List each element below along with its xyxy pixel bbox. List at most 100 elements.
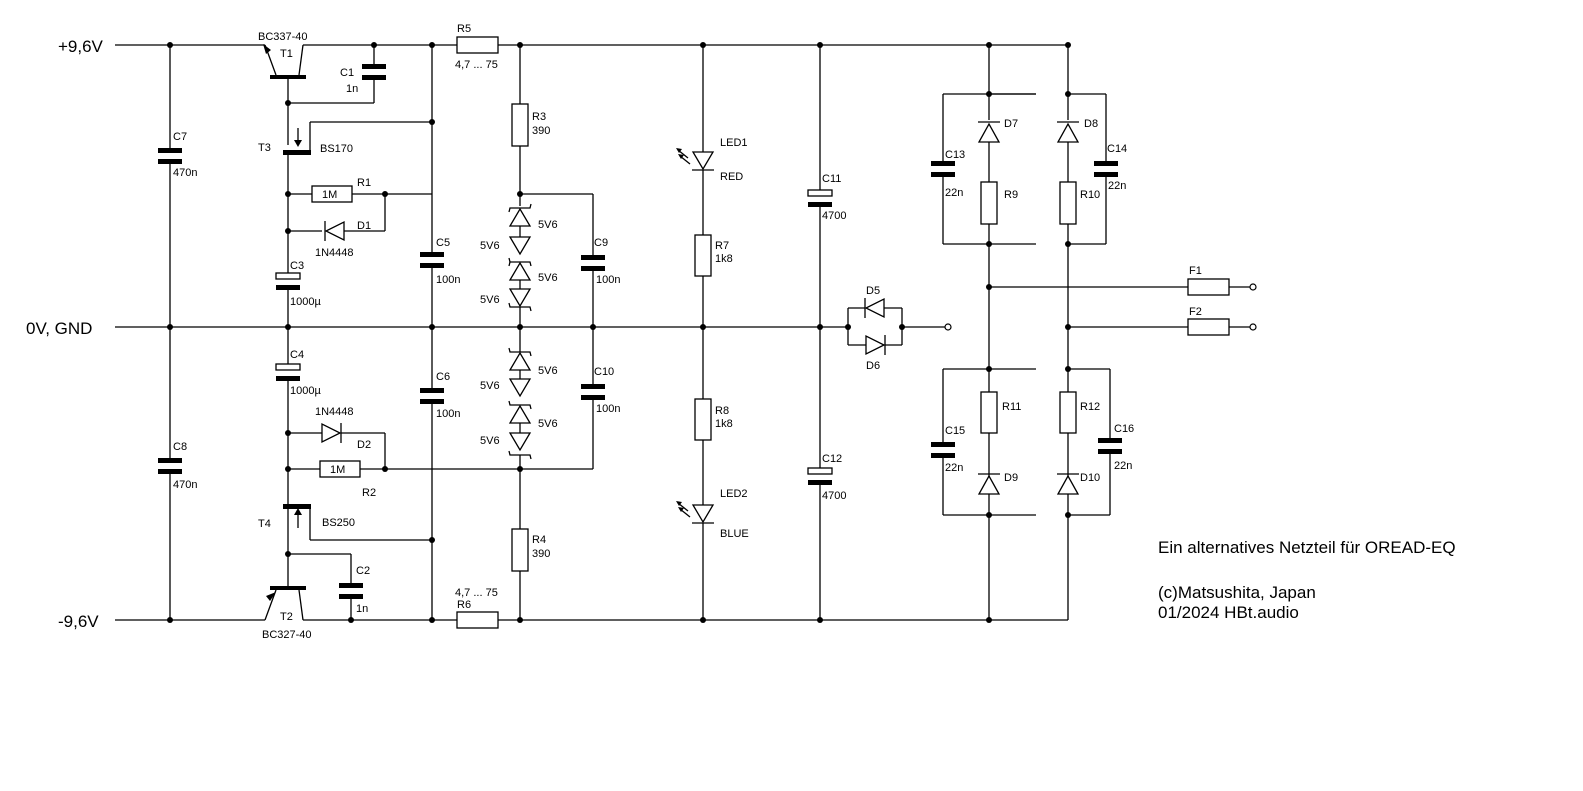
- d8-name: D8: [1084, 118, 1098, 130]
- d2-type: 1N4448: [315, 406, 354, 418]
- note-date: 01/2024 HBt.audio: [1158, 603, 1299, 622]
- d1-type: 1N4448: [315, 247, 354, 259]
- resistor-r2: 1M R2: [288, 460, 593, 499]
- capacitor-c12: C12 4700: [807, 327, 846, 620]
- diode-d1: D1 1N4448: [288, 220, 385, 259]
- d2-name: D2: [357, 439, 371, 451]
- mosfet-t3: T3 BS170: [258, 103, 432, 194]
- r4-value: 390: [532, 548, 550, 560]
- resistor-r4: R4 390: [511, 528, 550, 620]
- c2-value: 1n: [356, 603, 368, 615]
- resistor-r3: R3 390: [511, 45, 550, 206]
- z3-value: 5V6: [538, 272, 558, 284]
- c7-name: C7: [173, 131, 187, 143]
- d9-name: D9: [1004, 472, 1018, 484]
- transistor-t1: BC337-40 T1: [258, 31, 308, 103]
- c14-name: C14: [1107, 143, 1127, 155]
- resistor-r5: R5 4,7 ... 75: [455, 23, 499, 71]
- c6-name: C6: [436, 371, 450, 383]
- led-led2: LED2 BLUE: [676, 488, 749, 620]
- t4-name: T4: [258, 518, 271, 530]
- lower-right-branch: C16 22n R12 D10: [1056, 368, 1134, 516]
- z7-value: 5V6: [538, 418, 558, 430]
- r1-value: 1M: [322, 189, 337, 201]
- t1-type: BC337-40: [258, 31, 308, 43]
- z1-value: 5V6: [538, 219, 558, 231]
- c13-value: 22n: [945, 187, 963, 199]
- r2-value: 1M: [330, 464, 345, 476]
- diode-d2: 1N4448 D2: [288, 406, 386, 469]
- capacitor-c4: C4 1000µ: [275, 327, 321, 469]
- capacitor-c7: C7 470n: [158, 45, 197, 327]
- r5-value: 4,7 ... 75: [455, 59, 498, 71]
- c10-value: 100n: [596, 403, 620, 415]
- c12-name: C12: [822, 453, 842, 465]
- d7-name: D7: [1004, 118, 1018, 130]
- c8-value: 470n: [173, 479, 197, 491]
- c10-name: C10: [594, 366, 614, 378]
- z6-value: 5V6: [480, 380, 500, 392]
- fuse-f2: F2: [1068, 306, 1257, 336]
- t2-name: T2: [280, 611, 293, 623]
- t2-type: BC327-40: [262, 629, 312, 641]
- t4-type: BS250: [322, 517, 355, 529]
- t1-name: T1: [280, 48, 293, 60]
- capacitor-c9: C9 100n: [581, 194, 620, 327]
- c3-value: 1000µ: [290, 296, 321, 308]
- r7-value: 1k8: [715, 253, 733, 265]
- z4-value: 5V6: [480, 294, 500, 306]
- r2-name: R2: [362, 487, 376, 499]
- fuse-f1: F1: [989, 265, 1257, 296]
- t3-name: T3: [258, 142, 271, 154]
- d1-name: D1: [357, 220, 371, 232]
- d5-name: D5: [866, 285, 880, 297]
- led1-color: RED: [720, 171, 743, 183]
- c8-name: C8: [173, 441, 187, 453]
- r12-name: R12: [1080, 401, 1100, 413]
- positive-rail-label: +9,6V: [58, 37, 104, 56]
- z5-value: 5V6: [538, 365, 558, 377]
- r8-value: 1k8: [715, 418, 733, 430]
- d6-name: D6: [866, 360, 880, 372]
- r10-name: R10: [1080, 189, 1100, 201]
- resistor-r7: R7 1k8: [694, 234, 733, 327]
- c16-name: C16: [1114, 423, 1134, 435]
- zener-stack-upper: 5V6 5V6 5V6 5V6: [480, 203, 558, 327]
- led-led1: LED1 RED: [676, 45, 748, 235]
- r3-name: R3: [532, 111, 546, 123]
- c1-name: C1: [340, 67, 354, 79]
- capacitor-c10: C10 100n: [581, 327, 620, 469]
- r9-name: R9: [1004, 189, 1018, 201]
- t3-type: BS170: [320, 143, 353, 155]
- capacitor-c5: C5 100n: [420, 45, 460, 327]
- c12-value: 4700: [822, 490, 846, 502]
- led1-name: LED1: [720, 137, 748, 149]
- c11-value: 4700: [822, 210, 846, 222]
- ground-rail-label: 0V, GND: [26, 319, 92, 338]
- lower-left-branch: C15 22n R11 D9: [931, 368, 1036, 620]
- capacitor-c1: C1 1n: [288, 45, 386, 104]
- f1-name: F1: [1189, 265, 1202, 277]
- z8-value: 5V6: [480, 435, 500, 447]
- capacitor-c11: C11 4700: [807, 45, 846, 327]
- c4-value: 1000µ: [290, 385, 321, 397]
- capacitor-c8: C8 470n: [158, 327, 197, 620]
- mosfet-t4: T4 BS250: [258, 469, 432, 586]
- negative-rail-label: -9,6V: [58, 612, 99, 631]
- upper-right-branch: C14 22n D8 R10: [1056, 45, 1127, 620]
- c5-value: 100n: [436, 274, 460, 286]
- resistor-r1: 1M R1: [288, 177, 432, 231]
- d10-name: D10: [1080, 472, 1100, 484]
- c11-name: C11: [822, 173, 841, 185]
- c15-value: 22n: [945, 462, 963, 474]
- note-title: Ein alternatives Netzteil für OREAD-EQ: [1158, 538, 1456, 557]
- c1-value: 1n: [346, 83, 358, 95]
- capacitor-c3: C3 1000µ: [275, 194, 321, 327]
- c3-name: C3: [290, 260, 304, 272]
- r3-value: 390: [532, 125, 550, 137]
- r8-name: R8: [715, 405, 729, 417]
- zener-stack-lower: 5V6 5V6 5V6 5V6: [480, 327, 558, 529]
- z2-value: 5V6: [480, 240, 500, 252]
- c2-name: C2: [356, 565, 370, 577]
